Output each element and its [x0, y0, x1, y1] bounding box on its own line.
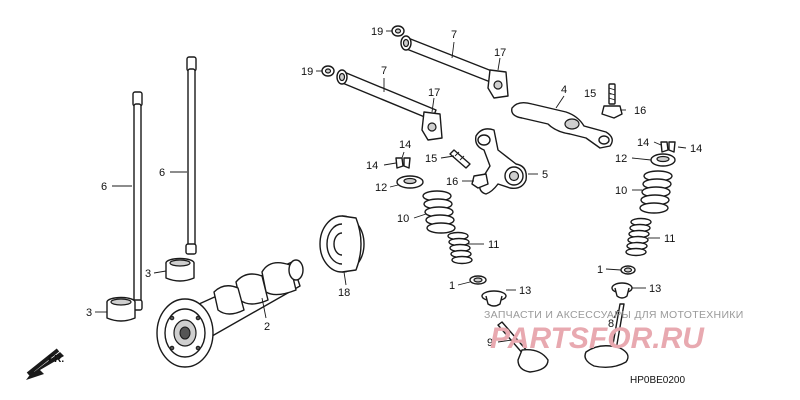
push-rod-left [131, 91, 143, 311]
callout-14-right-a: 14 [637, 137, 649, 149]
callout-16-upper: 16 [634, 105, 646, 117]
push-rod-right [185, 56, 197, 255]
stem-seal-right [611, 282, 633, 299]
arrow-down-left-icon [26, 352, 64, 380]
valve-right [584, 303, 629, 369]
callout-17-lower: 17 [428, 87, 440, 99]
callout-18: 18 [338, 287, 350, 299]
callout-11-right: 11 [664, 233, 675, 245]
camshaft [156, 259, 304, 368]
watermark: ЗАПЧАСТИ И АКСЕССУАРЫ ДЛЯ МОТОТЕХНИКИ PA… [484, 309, 744, 355]
callout-numbers: 6 6 3 3 2 18 19 19 7 7 17 17 4 15 16 15 … [86, 26, 702, 349]
rocker-shaft-lower [336, 69, 437, 121]
callout-13-right: 13 [649, 283, 661, 295]
washer-lower [321, 65, 335, 77]
tappet-lower [106, 296, 136, 322]
cotter-left [395, 157, 411, 169]
diagram-code: HP0BE0200 [630, 375, 685, 386]
watermark-logo: PARTSFOR.RU [490, 322, 705, 355]
cotter-right [660, 141, 676, 153]
lock-nut-upper [601, 105, 623, 119]
washer-upper [391, 25, 405, 37]
callout-15-upper: 15 [584, 88, 596, 100]
callout-19-lower: 19 [301, 66, 313, 78]
direction-label: FR. [48, 354, 64, 365]
callout-3-lower: 3 [86, 307, 92, 319]
callout-1-right: 1 [597, 264, 603, 276]
callout-7-upper: 7 [451, 29, 457, 41]
callout-1-left: 1 [449, 280, 455, 292]
callout-6-right: 6 [159, 167, 165, 179]
retainer-left [396, 175, 424, 189]
tappet-upper [165, 257, 195, 282]
retainer-right [650, 153, 676, 167]
front-direction-indicator: FR. [26, 348, 64, 380]
plate-upper [487, 69, 509, 99]
lock-nut-lower [471, 173, 489, 189]
valve-left [497, 321, 549, 373]
watermark-tagline: ЗАПЧАСТИ И АКСЕССУАРЫ ДЛЯ МОТОТЕХНИКИ [484, 309, 744, 321]
callout-14-mid-left: 14 [366, 160, 378, 172]
callout-16-lower: 16 [446, 176, 458, 188]
inner-spring-left [447, 231, 473, 265]
callout-6-left: 6 [101, 181, 107, 193]
rocker-arm-upper [511, 101, 613, 149]
callout-2: 2 [264, 321, 270, 333]
callout-14-top-left: 14 [399, 139, 411, 151]
leader-lines [95, 30, 687, 343]
spring-seat-right [620, 265, 636, 275]
outer-spring-left [422, 190, 456, 234]
callout-12-right: 12 [615, 153, 627, 165]
rocker-shaft-upper [400, 35, 503, 86]
inner-spring-right [625, 217, 652, 257]
callout-8: 8 [608, 318, 614, 330]
callout-15-lower: 15 [425, 153, 437, 165]
callout-19-upper: 19 [371, 26, 383, 38]
callout-13-left: 13 [519, 285, 531, 297]
callout-3-upper: 3 [145, 268, 151, 280]
spring-seat-left [469, 275, 487, 285]
callout-4: 4 [561, 84, 567, 96]
callout-12-left: 12 [375, 182, 387, 194]
callout-11-left: 11 [488, 239, 499, 251]
callout-5: 5 [542, 169, 548, 181]
callout-10-left: 10 [397, 213, 409, 225]
callout-17-upper: 17 [494, 47, 506, 59]
bearing [319, 215, 365, 273]
callout-9: 9 [487, 337, 493, 349]
plate-lower [421, 111, 443, 141]
outer-spring-right [639, 170, 673, 214]
callout-14-right-b: 14 [690, 143, 702, 155]
adjust-screw-lower [449, 149, 471, 169]
stem-seal-left [481, 290, 507, 307]
callout-7-lower: 7 [381, 65, 387, 77]
rocker-arm-lower [474, 128, 527, 195]
callout-10-right: 10 [615, 185, 627, 197]
